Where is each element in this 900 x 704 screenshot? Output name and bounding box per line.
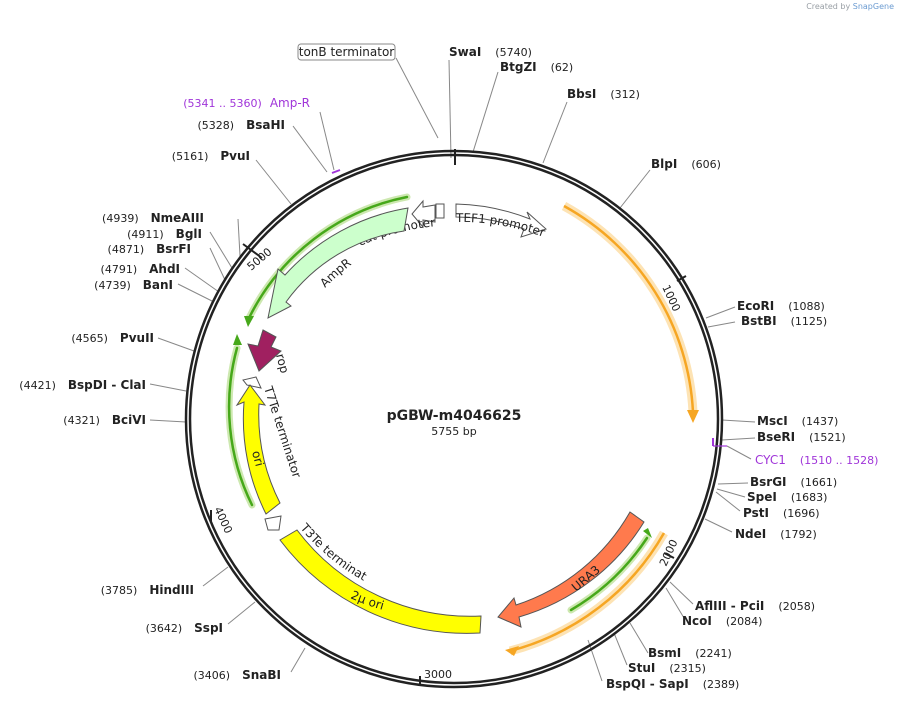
enzyme-bgli: (4911)BglI xyxy=(127,227,202,241)
ura3-gene-arrow xyxy=(497,511,645,628)
green-primer-right-arrowhead xyxy=(643,528,652,538)
green-primer-left xyxy=(227,346,254,507)
credit-brand: SnapGene xyxy=(852,2,894,11)
enzyme-bsahi: (5328)BsaHI xyxy=(198,118,285,132)
orange-feature-arrowhead xyxy=(687,410,699,423)
tick-1000 xyxy=(676,275,687,282)
position-ticks xyxy=(210,149,687,686)
enzyme-bsmi: BsmI(2241) xyxy=(648,646,732,660)
enzyme-bcivi: (4321)BciVI xyxy=(63,413,146,427)
green-primer-right xyxy=(569,536,649,612)
tick-5000 xyxy=(242,243,263,259)
primer-amp-r: (5341 .. 5360)Amp-R xyxy=(183,96,310,110)
tick-2000 xyxy=(663,552,675,559)
enzyme-bani: (4739)BanI xyxy=(94,278,173,292)
green-primer-top xyxy=(247,195,409,320)
enzyme-bspqi-sapi: BspQI - SapI(2389) xyxy=(606,677,739,691)
enzyme-ndei: NdeI(1792) xyxy=(735,527,817,541)
snapgene-credit: Created by SnapGene xyxy=(806,2,894,11)
plasmid-name: pGBW-m4046625 xyxy=(387,408,522,424)
cat-promoter-arrow xyxy=(411,199,436,229)
enzyme-bsrfi: (4871)BsrFI xyxy=(108,242,191,256)
enzyme-stui: StuI(2315) xyxy=(628,661,706,675)
tonb-terminator-mark xyxy=(435,203,445,219)
enzyme-bseri: BseRI(1521) xyxy=(757,430,846,444)
enzyme-ahdi: (4791)AhdI xyxy=(101,262,180,276)
tef1-promoter-label: TEF1 promoter xyxy=(455,211,547,240)
enzyme-blpi: BlpI(606) xyxy=(651,157,721,171)
credit-prefix: Created by xyxy=(806,2,851,11)
orange-feature2-arrowhead xyxy=(505,646,519,656)
orange-feature2-arc xyxy=(509,532,666,653)
ori-label: ori xyxy=(249,449,267,468)
enzyme-snabi: (3406)SnaBI xyxy=(194,668,281,682)
enzyme-spei: SpeI(1683) xyxy=(747,490,827,504)
enzyme-bsrgi: BsrGI(1661) xyxy=(750,475,837,489)
ampr-gene-arrow xyxy=(267,207,409,319)
enzyme-msci: MscI(1437) xyxy=(757,414,838,428)
green-primer-left-arrowhead xyxy=(233,334,242,345)
enzyme-nmeaiii: (4939)NmeAIII xyxy=(102,211,204,225)
rop-label: rop xyxy=(273,352,292,375)
tef1-promoter-arrow xyxy=(455,203,547,238)
enzyme-pvui: (5161)PvuI xyxy=(172,149,250,163)
enzyme-ncoi: NcoI(2084) xyxy=(682,614,762,628)
tonb-terminator-box xyxy=(297,43,396,61)
two-micron-ori-block xyxy=(279,529,482,634)
enzyme-swai: SwaI(5740) xyxy=(449,45,532,59)
enzyme-bstbi: BstBI(1125) xyxy=(741,314,827,328)
t3te-terminator-mark xyxy=(264,515,282,531)
t7te-terminator-mark xyxy=(242,376,262,389)
enzyme-pvuii: (4565)PvuII xyxy=(71,331,154,345)
enzyme-btgzi: BtgZI(62) xyxy=(500,60,573,74)
tick-label-3000: 3000 xyxy=(424,668,452,681)
enzyme-afliii-pcii: AflIII - PciI(2058) xyxy=(695,599,815,613)
plasmid-size: 5755 bp xyxy=(431,425,476,438)
orange-feature-arc xyxy=(563,204,695,413)
enzyme-leader-lines xyxy=(149,57,756,682)
amp-r-primer-site xyxy=(331,169,341,174)
enzyme-bbsi: BbsI(312) xyxy=(567,87,640,101)
rop-gene-arrow xyxy=(247,329,282,372)
primer-cyc1: CYC1(1510 .. 1528) xyxy=(755,453,878,467)
enzyme-bspdi-clai: (4421)BspDI - ClaI xyxy=(19,378,146,392)
t3te-terminator-label: T3Te terminator xyxy=(0,0,369,584)
enzyme-hindiii: (3785)HindIII xyxy=(101,583,194,597)
enzyme-ecori: EcoRI(1088) xyxy=(737,299,825,313)
green-primer-top-arrowhead xyxy=(244,316,254,327)
enzyme-psti: PstI(1696) xyxy=(743,506,820,520)
ori-arrow xyxy=(235,384,281,515)
tonb-terminator-label: tonB terminator xyxy=(299,45,395,59)
enzyme-sspi: (3642)SspI xyxy=(146,621,223,635)
t7te-terminator-label: T7Te terminator xyxy=(261,384,304,480)
